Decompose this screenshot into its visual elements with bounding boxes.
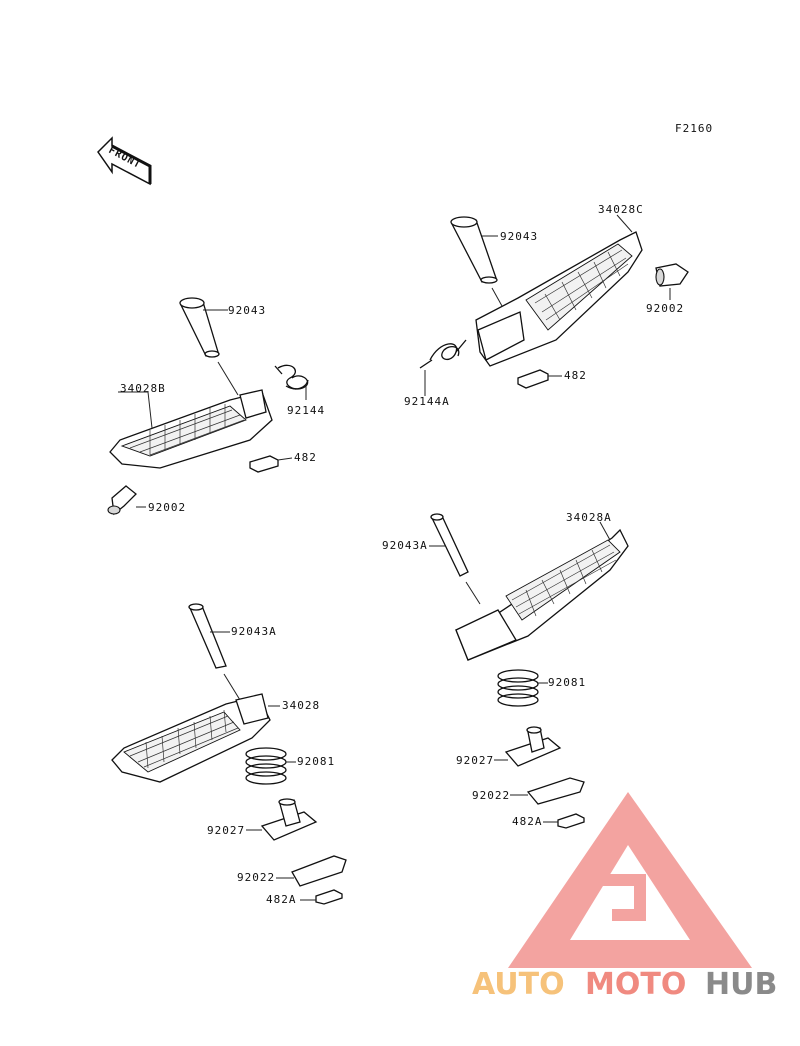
footpeg-assembly-bottom-right: 92043A 34028A 92081 92027 92022 482A [382, 511, 629, 829]
label-92144: 92144 [287, 404, 325, 417]
shaft-pin-icon [450, 216, 498, 284]
label-92043a: 92043A [382, 539, 428, 552]
shaft-pin-icon [179, 297, 220, 358]
watermark-text: AUTO MOTO HUB [472, 967, 777, 1002]
label-92081: 92081 [548, 676, 586, 689]
coil-spring-icon [419, 339, 467, 369]
label-92022: 92022 [472, 789, 510, 802]
label-34028c: 34028C [598, 203, 644, 216]
rubber-stopper-icon [655, 263, 689, 287]
cotter-pin-icon [557, 813, 585, 829]
label-34028a: 34028A [566, 511, 612, 524]
label-34028: 34028 [282, 699, 320, 712]
figure-code: F2160 [675, 122, 713, 135]
label-92043a: 92043A [231, 625, 277, 638]
footpeg-assembly-top-right: 92043 34028C 92002 92144A 482 [404, 203, 689, 408]
label-92043: 92043 [500, 230, 538, 243]
watermark-moto: MOTO [585, 967, 686, 1002]
label-92043: 92043 [228, 304, 266, 317]
label-482a: 482A [266, 893, 297, 906]
bracket-icon [504, 726, 562, 767]
footpeg-icon [111, 693, 271, 783]
watermark-hub: HUB [705, 967, 777, 1002]
cotter-pin-icon [249, 455, 279, 473]
label-92022: 92022 [237, 871, 275, 884]
front-arrow-icon: FRONT [97, 136, 152, 186]
label-92144a: 92144A [404, 395, 450, 408]
label-92002: 92002 [646, 302, 684, 315]
footpeg-icon [109, 389, 273, 469]
label-34028b: 34028B [120, 382, 166, 395]
watermark-auto: AUTO [472, 967, 565, 1002]
shaft-pin-icon [430, 513, 469, 577]
footpeg-assembly-bottom-left: 92043A 34028 92081 92027 92022 482A [111, 603, 347, 906]
watermark-logo-icon [508, 792, 752, 968]
footpeg-icon [455, 528, 629, 661]
footpeg-assembly-top-left: 92043 34028B 92144 482 92002 [107, 297, 325, 516]
shaft-pin-icon [188, 603, 227, 669]
compression-spring-icon [497, 669, 539, 707]
bracket-icon [260, 798, 318, 841]
label-482: 482 [294, 451, 317, 464]
cotter-pin-icon [315, 889, 343, 905]
plate-icon [526, 777, 585, 805]
compression-spring-icon [245, 747, 287, 785]
rubber-stopper-icon [107, 485, 137, 516]
label-92002: 92002 [148, 501, 186, 514]
label-482a: 482A [512, 815, 543, 828]
footpeg-icon [475, 231, 643, 367]
label-482: 482 [564, 369, 587, 382]
cotter-pin-icon [517, 369, 549, 389]
coil-spring-icon [274, 364, 309, 390]
label-92027: 92027 [207, 824, 245, 837]
label-92081: 92081 [297, 755, 335, 768]
label-92027: 92027 [456, 754, 494, 767]
plate-icon [291, 855, 347, 887]
